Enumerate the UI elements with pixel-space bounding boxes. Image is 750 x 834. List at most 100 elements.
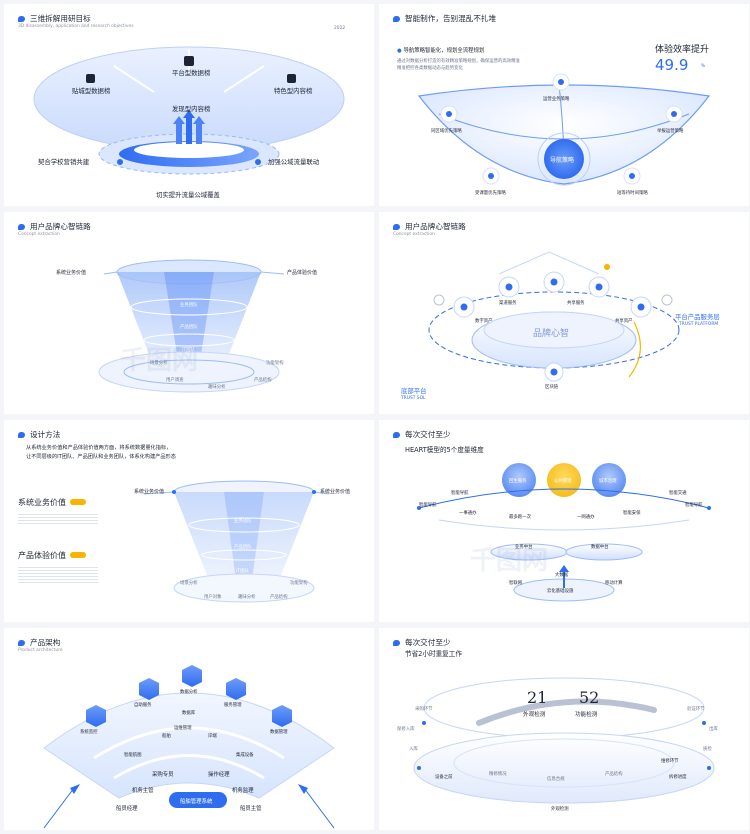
bubble-label: 公共管理 (554, 479, 572, 484)
funnel-diagram (143, 480, 330, 603)
panel-title: 用户品牌心智链路 (393, 221, 466, 232)
base-label: 船舶管理系统 (180, 799, 213, 805)
panel-title: 用户品牌心智链路 (18, 221, 91, 232)
node-label: 区块链 (545, 385, 559, 390)
layer-label: IT团队 (182, 348, 195, 353)
goal-label: 特色型内容榜 (274, 87, 313, 95)
bubble-icon (393, 16, 400, 22)
bottom-label: 趣味分析 (238, 595, 256, 600)
panel-subtitle: 节省2小时重复工作 (405, 650, 462, 658)
panel-architecture: 产品架构 Product architecture 自助服务 数据分析 服务管理… (4, 628, 374, 830)
node-label: 渠道服务 (499, 301, 517, 306)
arc-label: 智能航图 (124, 753, 142, 758)
ring-label: 拆修进度 (669, 775, 687, 780)
arc-label: 船舶 (162, 734, 171, 739)
hex-label: 数据分析 (180, 690, 198, 695)
base-label: 智联网 (509, 581, 523, 586)
node-label: 举报运营策略 (657, 129, 684, 134)
bubble-icon (18, 432, 25, 438)
goal-label: 平台型数据榜 (172, 69, 211, 77)
metric-label: 最多跑一次 (509, 515, 531, 520)
panel-design-method: 设计方法 从系统业务价值和产品体验价值两方面，将系统数据量化指标， 让不同层级的… (4, 420, 374, 622)
hex-label: 自助服务 (134, 703, 152, 708)
layer-label: 业务团队 (234, 519, 252, 524)
platform-label: 平台产品服务层 (675, 313, 720, 321)
platform-sub: TRUST SOL (401, 396, 426, 401)
node-label: 共享服务 (567, 301, 585, 306)
node-label: 受课量优先策略 (475, 191, 506, 196)
date-label: 2022 (334, 26, 346, 31)
metric-label: 智能安保 (623, 511, 641, 516)
architecture-fan (43, 665, 335, 829)
ring-label: 精修情况 (489, 772, 507, 777)
base-label: 移动计算 (605, 581, 623, 586)
metric-label: 智能交通 (669, 491, 687, 496)
layer-label: IT团队 (236, 569, 249, 574)
center-label: 导航策略 (550, 157, 575, 164)
node-label: 共享资产 (615, 319, 633, 324)
arc-label: 岸端 (208, 734, 217, 739)
role-label: 船员经理 (116, 806, 138, 812)
panel-savings: 每次交付至少 节省2小时重复工作 21 外观检测 52 功能检测 采购环节 验证… (379, 628, 749, 830)
side-label: 系统业务价值 (134, 489, 165, 495)
stat-value: 21 (527, 688, 548, 707)
section-heading: 产品体验价值 (18, 551, 66, 560)
bottom-label: 功能架构 (290, 581, 308, 586)
funnel-diagram (98, 259, 285, 393)
arc-label: 集成设备 (236, 753, 254, 758)
stat-label: 外观检测 (523, 712, 546, 718)
bottom-label: 场景分析 (150, 361, 168, 366)
ring-label: 产品结构 (605, 772, 623, 777)
tag-badge (70, 552, 86, 558)
heart-diagram (417, 463, 711, 602)
panel-subtitle: Product architecture (18, 648, 63, 653)
node-label: 同区域优先策略 (431, 129, 462, 134)
layer-label: 产品团队 (180, 325, 198, 330)
section-bar (18, 512, 98, 526)
panel-subtitle: 3D disassembly, application and research… (18, 24, 134, 29)
platform-sub: TRUST PLATFORM (679, 322, 719, 327)
node-label: 短等待时间策略 (617, 191, 648, 196)
panel-strategy: 智能制作，告别混乱不扎堆 ● 导航策略智能化，规划全流程规划 通过对数据分析打造… (379, 4, 749, 206)
bubble-icon (18, 224, 25, 230)
desc-line: 通过对数据分析打造的有效精准策略规划，确保运营的高效精准 (397, 59, 520, 64)
kpi-label: 体验效率提升 (655, 45, 710, 55)
platform-label: 业务中台 (515, 545, 533, 550)
desc-line: 让不同层级的IT团队、产品团队和业务团队，体系化构建产品形态 (26, 454, 176, 460)
tag-badge (70, 499, 86, 505)
ring-label: 入库 (409, 747, 418, 752)
ring-label: 质检 (703, 747, 712, 752)
bottom-label: 趣味分析 (208, 385, 226, 390)
bottom-label: 产品结构 (270, 595, 288, 600)
ring-label: 外观检测 (551, 807, 569, 812)
panel-title: 每次交付至少 (393, 637, 451, 648)
side-label: 系统业务价值 (320, 489, 351, 495)
hex-label: 数据管理 (270, 730, 288, 735)
role-label: 机务主管 (132, 788, 154, 794)
section-heading: 系统业务价值 (18, 498, 66, 507)
stat-label: 功能检测 (575, 712, 598, 718)
desc-line: 从系统业务价值和产品体验价值两方面，将系统数据量化指标， (26, 445, 172, 451)
goal-label: 加强公域流量联动 (268, 158, 320, 166)
goal-label: 切实提升流量公域覆盖 (156, 191, 220, 199)
panel-subtitle: HEART模型的5个度量维度 (405, 446, 484, 454)
role-label: 操作经理 (208, 772, 230, 778)
platform-label: 底部平台 (401, 387, 427, 395)
side-label: 系统业务价值 (56, 270, 87, 276)
kpi-value: 49.9 (655, 56, 689, 74)
kpi-unit: % (701, 64, 706, 69)
bubble-icon (18, 640, 25, 646)
bubble-icon (393, 432, 400, 438)
brand-platform (428, 251, 680, 382)
panel-brand-mind: 用户品牌心智链路 Concept extraction 品牌心智 数字资产 渠道… (379, 212, 749, 414)
ring-label: 保修入库 (397, 727, 415, 732)
bullet-text: ● 导航策略智能化，规划全流程规划 (397, 48, 485, 54)
goal-label: 发现型内容榜 (172, 105, 211, 113)
bottom-label: 用户对象 (204, 595, 222, 600)
metric-label: 智能导航 (451, 491, 469, 496)
hex-label: 运维管理 (174, 726, 192, 731)
arc-label: 数据库 (182, 711, 196, 716)
panel-title: 三维拆解用研目标 (18, 13, 91, 24)
bottom-label: 用户调查 (166, 378, 184, 383)
role-label: 机务监理 (232, 788, 254, 794)
